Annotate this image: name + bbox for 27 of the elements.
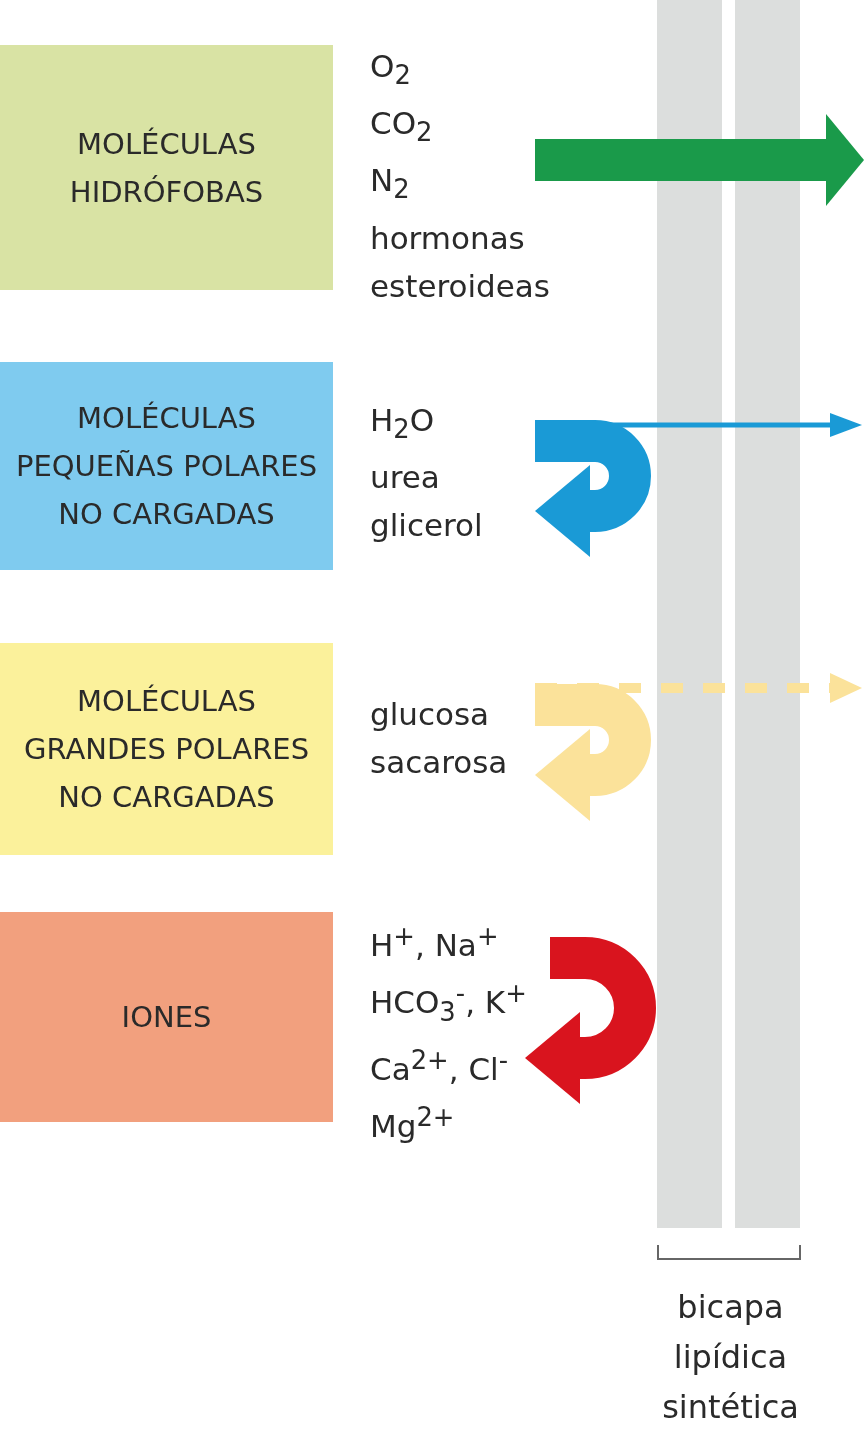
- molecule-name: hormonas esteroideas: [370, 218, 551, 306]
- arrow: [535, 420, 651, 557]
- molecule-name: Mg$^{2+}$: [370, 1101, 455, 1147]
- category-box: [0, 45, 333, 290]
- category-label: MOLÉCULAS PEQUEÑAS POLARES NO CARGADAS: [14, 400, 319, 533]
- category-label: MOLÉCULAS GRANDES POLARES NO CARGADAS: [22, 683, 311, 816]
- molecule-name: urea: [370, 458, 440, 498]
- molecule-name: N$_{2}$: [370, 161, 410, 207]
- molecule-name: H$^{+}$, Na$^{+}$: [370, 920, 500, 966]
- molecule-name: glucosa: [370, 695, 490, 734]
- molecule-name: sacarosa: [370, 743, 508, 782]
- arrow: [525, 937, 656, 1104]
- molecule-name: HCO$_{3}$$^{-}$, K$^{+}$: [370, 977, 528, 1029]
- arrow: [535, 684, 651, 821]
- category-box: [0, 912, 333, 1122]
- molecule-name: CO$_{2}$: [370, 104, 433, 150]
- molecule-name: O$_{2}$: [370, 47, 411, 93]
- category-box: [0, 362, 333, 570]
- category-label: MOLÉCULAS HIDRÓFOBAS: [68, 125, 265, 211]
- bilayer-label: bicapa lipídica sintética: [661, 1287, 800, 1428]
- molecule-name: glicerol: [370, 506, 483, 546]
- arrow: [535, 114, 864, 206]
- arrow: [535, 673, 862, 703]
- molecule-name: H$_{2}$O: [370, 401, 435, 447]
- category-label: IONES: [120, 999, 213, 1036]
- molecule-name: Ca$^{2+}$, Cl$^{-}$: [370, 1043, 510, 1090]
- category-box: [0, 643, 333, 855]
